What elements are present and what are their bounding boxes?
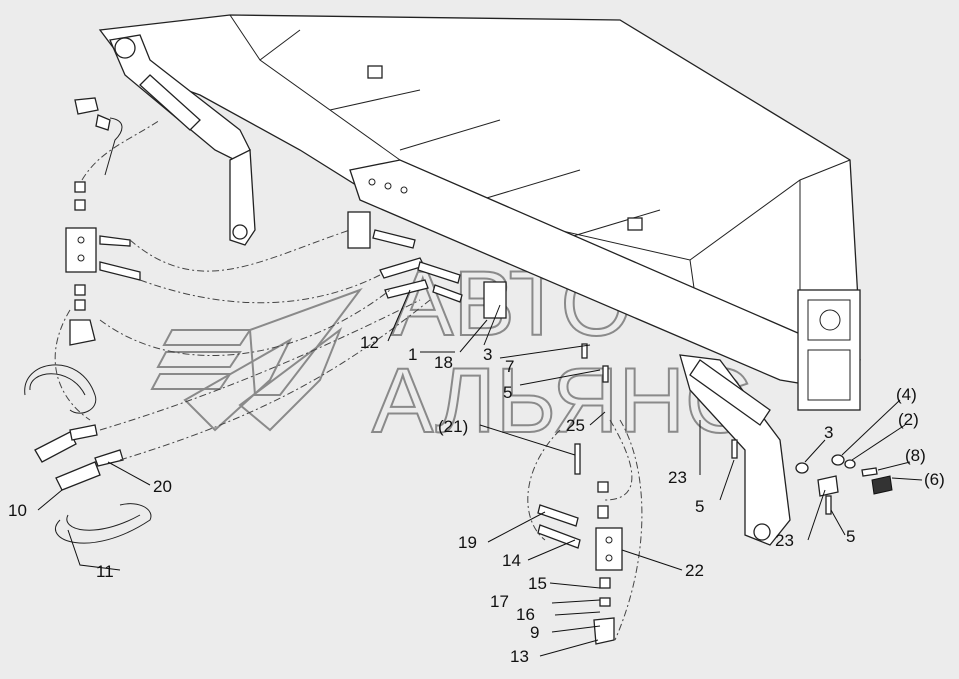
hydraulic-hoses — [54, 119, 643, 641]
callout-16: 16 — [516, 605, 535, 624]
callout-8: (8) — [905, 446, 926, 465]
callout-14: 14 — [502, 551, 521, 570]
callout-20: 20 — [153, 477, 172, 496]
lift-arm-left — [109, 34, 256, 246]
callout-15: 15 — [528, 574, 547, 593]
hinge-bracket — [367, 65, 383, 79]
callout-23a: 23 — [668, 468, 687, 487]
lift-arm-right — [679, 354, 791, 546]
callout-7: 7 — [505, 357, 514, 376]
callout-12: 12 — [360, 333, 379, 352]
callout-25: 25 — [566, 416, 585, 435]
leader-lines — [37, 289, 923, 657]
pin-assembly — [574, 343, 893, 515]
valve-block-center — [537, 481, 623, 645]
top-fittings — [74, 97, 123, 176]
valve-block-left — [65, 181, 141, 346]
callout-13: 13 — [510, 647, 529, 666]
callout-6: (6) — [924, 470, 945, 489]
center-clamps — [347, 211, 507, 319]
gearbox — [797, 289, 861, 411]
hinge-bracket — [627, 217, 643, 231]
callout-5b: 5 — [695, 497, 704, 516]
watermark-logo-icon — [150, 287, 363, 432]
hydraulic-cylinder — [139, 74, 201, 131]
callout-4: (4) — [896, 385, 917, 404]
callout-1: 1 — [408, 345, 417, 364]
callout-17: 17 — [490, 592, 509, 611]
callout-3a: 3 — [483, 345, 492, 364]
callout-2: (2) — [898, 410, 919, 429]
callout-19: 19 — [458, 533, 477, 552]
callout-9: 9 — [530, 623, 539, 642]
quick-couplings — [24, 364, 152, 544]
callout-11: 11 — [96, 562, 114, 581]
callout-10: 10 — [8, 501, 27, 520]
callout-3b: 3 — [824, 423, 833, 442]
callout-23b: 23 — [775, 531, 794, 550]
callout-labels: 12 1 18 3 7 5 (21) 25 23 5 3 (4) (2) (8)… — [8, 333, 945, 666]
callout-22: 22 — [685, 561, 704, 580]
callout-18: 18 — [434, 353, 453, 372]
callout-5c: 5 — [846, 527, 855, 546]
callout-21: (21) — [438, 417, 468, 436]
callout-5a: 5 — [503, 383, 512, 402]
